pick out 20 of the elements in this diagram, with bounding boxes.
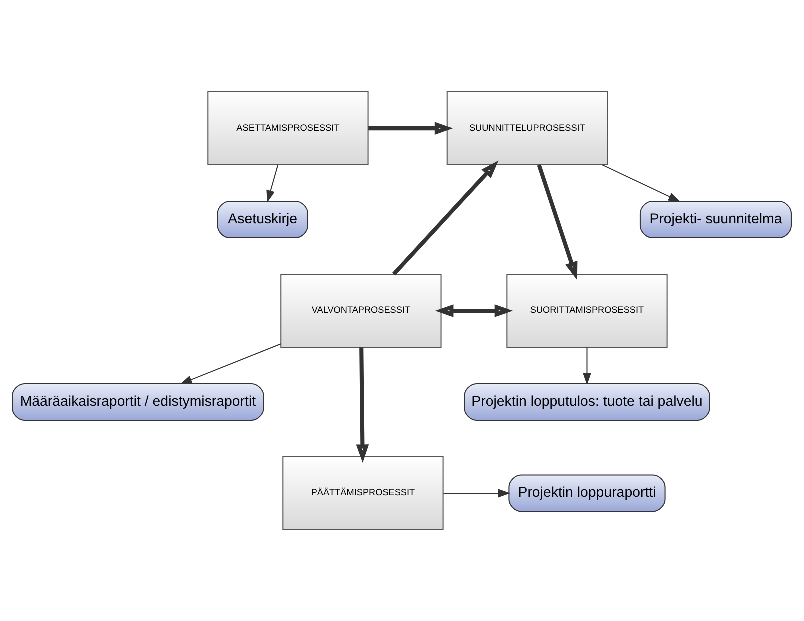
arrow	[435, 304, 514, 317]
arrow	[266, 164, 279, 202]
node-box: PÄÄTTÄMISPROSESSIT	[282, 456, 444, 530]
arrow	[444, 488, 511, 498]
arrow	[356, 347, 370, 462]
node-box: Määräaikaisraportit / edistymisraportit	[12, 382, 264, 420]
arrow	[582, 347, 592, 385]
arrow	[392, 160, 499, 276]
node-box: Projektin lopputulos: tuote tai palvelu	[464, 382, 710, 420]
arrow	[602, 164, 681, 202]
node-box: VALVONTAPROSESSIT	[280, 274, 442, 348]
node-box: ASETTAMISPROSESSIT	[208, 91, 369, 166]
node-box: SUORITTAMISPROSESSIT	[506, 274, 668, 348]
node-box: Asetuskirje	[217, 200, 308, 238]
node-box: Projekti- suunnitelma	[640, 200, 792, 238]
arrow	[368, 122, 454, 134]
node-box: SUUNNITTELUPROSESSIT	[446, 91, 608, 166]
arrow	[180, 343, 282, 384]
arrow	[537, 164, 578, 280]
node-box: Projektin loppuraportti	[508, 474, 666, 512]
